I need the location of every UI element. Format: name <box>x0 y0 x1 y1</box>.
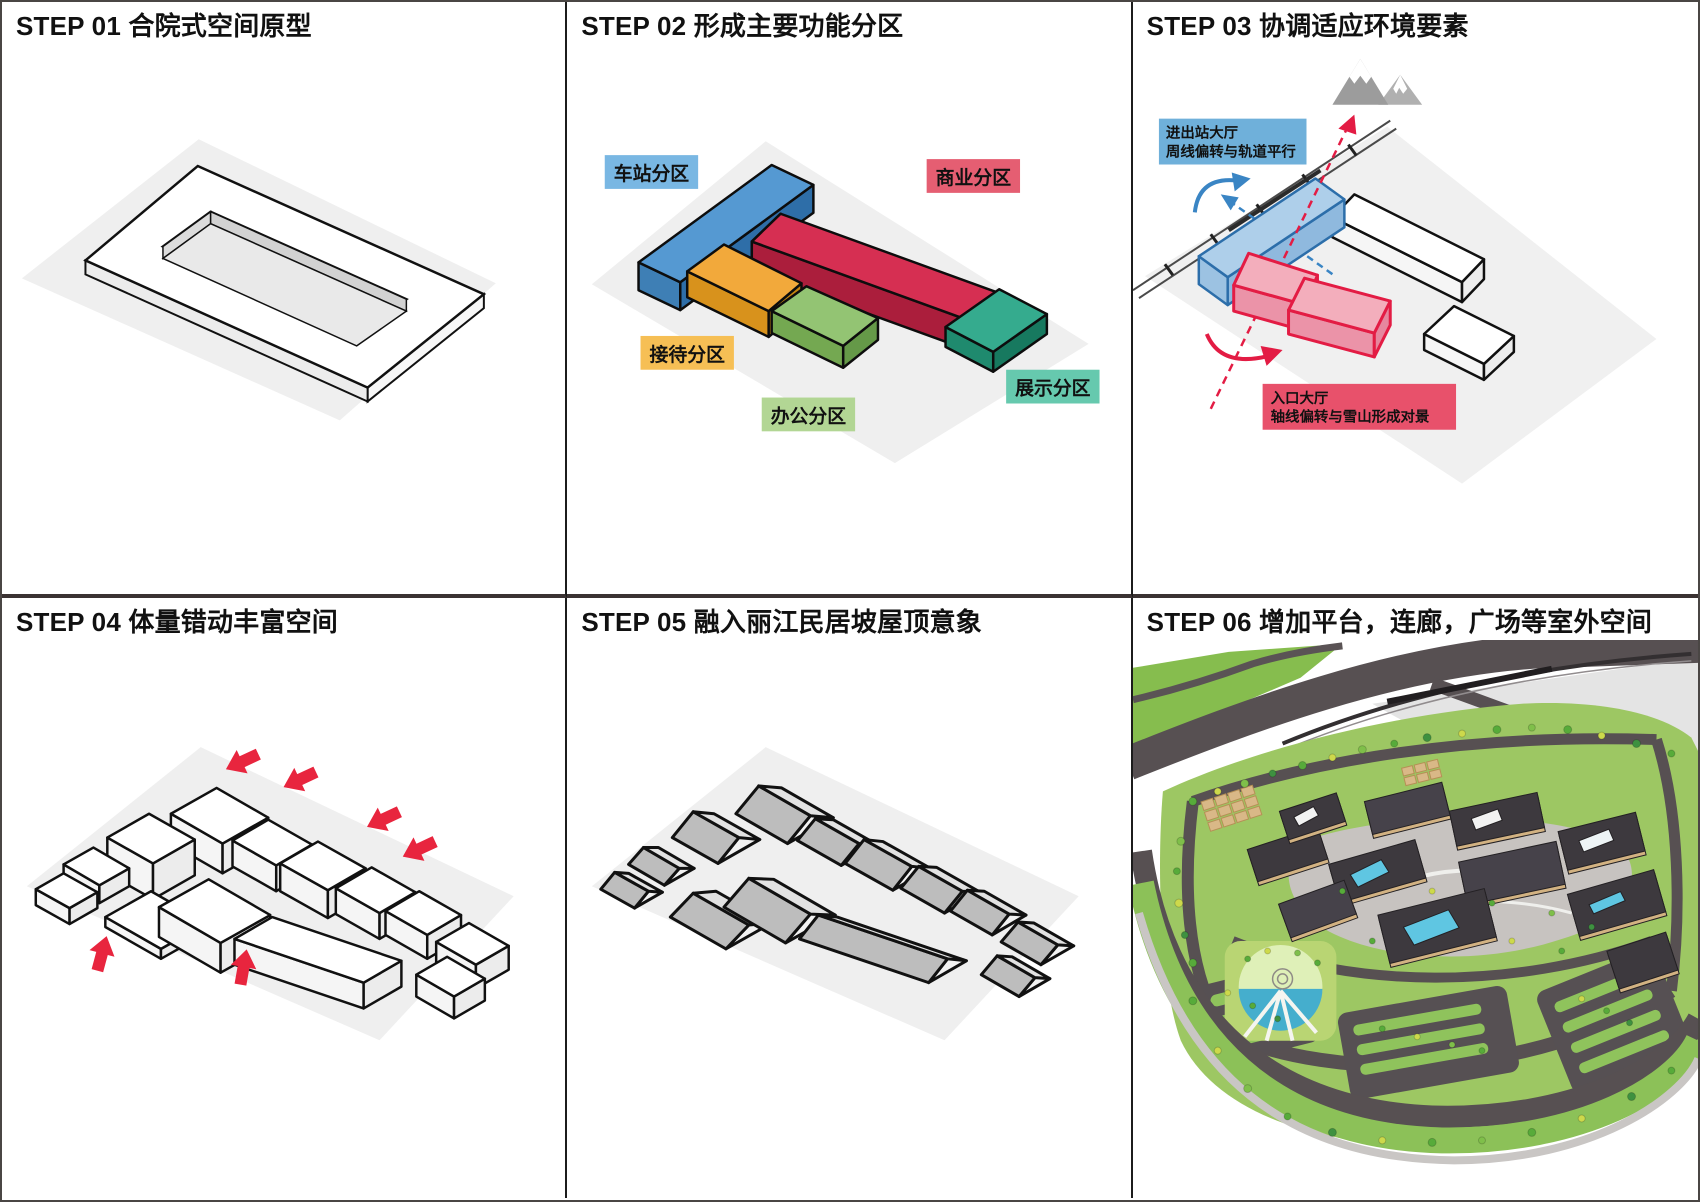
red-rotation-arrow <box>1204 333 1269 361</box>
platform-bar <box>1386 665 1553 705</box>
entrance-hall-blocks <box>1231 251 1392 359</box>
exhibition-zone-block <box>944 287 1049 373</box>
panel-title: STEP 03 协调适应环境要素 <box>1146 11 1469 41</box>
lattice-canopy <box>1200 758 1442 832</box>
svg-text:周线偏转与轨道平行: 周线偏转与轨道平行 <box>1166 142 1296 160</box>
garden-pond <box>1224 940 1337 1042</box>
track-axis-arrowhead <box>1220 194 1239 211</box>
snow-mountain-icon <box>1332 58 1422 105</box>
hill-green <box>1132 643 1343 748</box>
sloped-roof-volumes-illustration <box>592 747 1079 1041</box>
panel-title: STEP 01 合院式空间原型 <box>16 11 312 41</box>
panel-step-01: STEP 01 合院式空间原型 <box>2 2 568 598</box>
courtyard-prototype-illustration <box>21 139 496 421</box>
svg-text:轴线偏转与雪山形成对景: 轴线偏转与雪山形成对景 <box>1270 408 1429 426</box>
white-volume-long <box>1330 193 1485 304</box>
panel-title: STEP 05 融入丽江民居坡屋顶意象 <box>581 607 982 637</box>
entrance-hall-annotation: 入口大厅 轴线偏转与雪山形成对景 <box>1262 383 1456 430</box>
panel-step-03: STEP 03 协调适应环境要素 <box>1132 2 1698 598</box>
panel-step-02: STEP 02 形成主要功能分区 <box>567 2 1133 598</box>
reception-zone-label: 接待分区 <box>640 335 735 370</box>
site-plan-rendering <box>1132 639 1698 1165</box>
environment-adaptation-illustration: 进出站大厅 周线偏转与轨道平行 入口大厅 轴线偏转与雪山形成对景 <box>1132 58 1657 484</box>
roofed-volume-cluster <box>599 784 1076 998</box>
office-zone-block <box>770 284 880 369</box>
panel-step-06: STEP 06 增加平台，连廊，广场等室外空间 <box>1132 598 1698 1198</box>
panel-step-05: STEP 05 融入丽江民居坡屋顶意象 <box>567 598 1133 1198</box>
white-volume-cluster <box>34 786 510 1020</box>
perimeter-verge <box>1132 880 1698 1154</box>
building-cluster <box>1246 781 1680 994</box>
panel-title: STEP 02 形成主要功能分区 <box>581 11 904 41</box>
svg-text:商业分区: 商业分区 <box>936 166 1012 188</box>
office-zone-label: 办公分区 <box>762 397 856 432</box>
exit-hall-annotation: 进出站大厅 周线偏转与轨道平行 <box>1158 118 1307 165</box>
mountain-axis-arrowhead <box>1338 114 1356 135</box>
highway <box>1132 639 1698 780</box>
courtyard-floor <box>161 222 408 347</box>
perimeter-curb <box>1134 911 1698 1165</box>
svg-text:办公分区: 办公分区 <box>771 404 847 426</box>
function-zoning-illustration: 车站分区 商业分区 接待分区 办公分区 展示分区 <box>592 141 1100 464</box>
exhibition-zone-label: 展示分区 <box>1006 369 1100 404</box>
shifted-volumes-illustration <box>26 742 514 1041</box>
panel-title: STEP 04 体量错动丰富空间 <box>16 607 339 637</box>
trees <box>1172 723 1676 1147</box>
svg-text:车站分区: 车站分区 <box>614 162 690 184</box>
parking-lot-center <box>1337 985 1519 1099</box>
station-zone-label: 车站分区 <box>605 155 699 189</box>
blue-rotation-arrow <box>1192 177 1237 213</box>
ground-plane <box>592 747 1079 1041</box>
svg-text:入口大厅: 入口大厅 <box>1270 389 1328 407</box>
white-volume-small <box>1422 304 1515 382</box>
svg-text:展示分区: 展示分区 <box>1015 377 1091 398</box>
commercial-zone-label: 商业分区 <box>926 158 1021 193</box>
panel-step-04: STEP 04 体量错动丰富空间 <box>2 598 568 1198</box>
panel-title: STEP 06 增加平台，连廊，广场等室外空间 <box>1146 607 1653 637</box>
svg-text:接待分区: 接待分区 <box>650 343 726 365</box>
svg-text:进出站大厅: 进出站大厅 <box>1166 123 1239 141</box>
railway-track <box>1132 119 1397 299</box>
